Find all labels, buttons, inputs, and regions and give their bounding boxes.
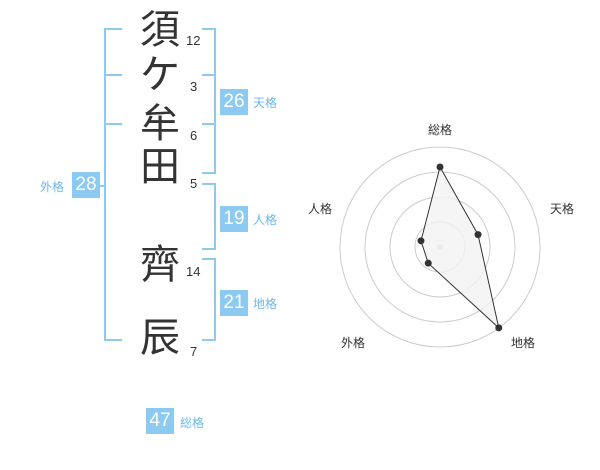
gaikaku-value: 28 — [72, 172, 100, 198]
stroke-count-4: 5 — [190, 176, 198, 191]
radar-label-jinkaku: 人格 — [308, 202, 333, 216]
tenkaku-value: 26 — [220, 89, 248, 115]
soukaku-value: 47 — [146, 408, 174, 434]
stroke-count-3: 6 — [190, 128, 198, 143]
jinkaku-value: 19 — [220, 206, 248, 232]
soukaku-label: 総格 — [180, 416, 205, 430]
name-char-2: ケ — [140, 52, 180, 98]
radar-label-gaikaku: 外格 — [341, 336, 366, 350]
chikaku-label: 地格 — [253, 297, 278, 311]
radar-label-chikaku: 地格 — [511, 336, 536, 350]
stroke-count-5: 14 — [186, 264, 201, 279]
jinkaku-label: 人格 — [253, 213, 278, 227]
jinkaku-bracket — [202, 183, 216, 250]
stroke-count-6: 7 — [190, 344, 198, 359]
gaikaku-tick-2 — [104, 123, 122, 125]
radar-point-4 — [424, 259, 432, 267]
radar-label-tenkaku: 天格 — [550, 202, 575, 216]
tenkaku-tick-2 — [202, 123, 216, 125]
tenkaku-bracket — [202, 28, 216, 174]
tenkaku-tick-1 — [202, 74, 216, 76]
tenkaku-label: 天格 — [253, 96, 278, 110]
gaikaku-bracket — [104, 28, 122, 341]
name-char-1: 須 — [140, 7, 180, 53]
name-char-5: 齊 — [140, 242, 180, 288]
name-char-3: 牟 — [140, 101, 180, 147]
name-char-4: 田 — [140, 144, 180, 190]
name-char-6: 辰 — [140, 315, 180, 361]
radar-point-1 — [436, 163, 444, 171]
radar-point-3 — [495, 324, 503, 332]
radar-point-5 — [417, 237, 425, 245]
chikaku-value: 21 — [220, 290, 248, 316]
gaikaku-label: 外格 — [40, 180, 65, 194]
radar-ring — [339, 146, 541, 348]
radar-label-soukaku: 総格 — [428, 123, 453, 137]
gaikaku-connector — [98, 185, 106, 187]
chikaku-bracket — [202, 258, 216, 341]
gaikaku-tick-1 — [104, 74, 122, 76]
radar-point-2 — [474, 231, 482, 239]
stroke-count-2: 3 — [190, 79, 198, 94]
radar-series-shape — [420, 165, 500, 330]
stroke-count-1: 12 — [186, 33, 201, 48]
